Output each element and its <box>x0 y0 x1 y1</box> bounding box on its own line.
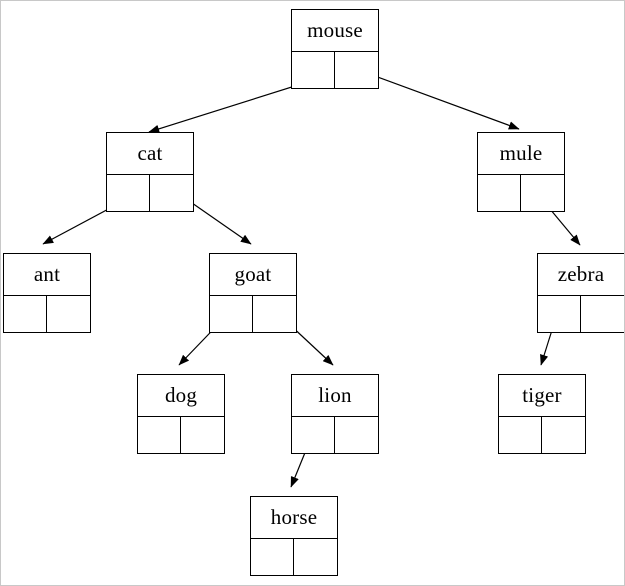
node-pointer-cells <box>138 417 224 453</box>
node-pointer-cells <box>538 296 624 332</box>
tree-node-zebra[interactable]: zebra <box>537 253 624 333</box>
tree-node-lion[interactable]: lion <box>291 374 379 454</box>
node-pointer-cells <box>4 296 90 332</box>
node-label: ant <box>4 254 90 296</box>
node-label: goat <box>210 254 296 296</box>
left-pointer-cell[interactable] <box>138 417 181 453</box>
node-label: horse <box>251 497 337 539</box>
tree-node-mule[interactable]: mule <box>477 132 565 212</box>
node-pointer-cells <box>251 539 337 575</box>
tree-node-ant[interactable]: ant <box>3 253 91 333</box>
right-pointer-cell[interactable] <box>581 296 624 332</box>
node-label: tiger <box>499 375 585 417</box>
node-pointer-cells <box>107 175 193 211</box>
left-pointer-cell[interactable] <box>499 417 542 453</box>
right-pointer-cell[interactable] <box>47 296 90 332</box>
node-pointer-cells <box>292 52 378 88</box>
left-pointer-cell[interactable] <box>292 52 335 88</box>
node-pointer-cells <box>499 417 585 453</box>
right-pointer-cell[interactable] <box>542 417 585 453</box>
node-label: dog <box>138 375 224 417</box>
tree-node-mouse[interactable]: mouse <box>291 9 379 89</box>
node-pointer-cells <box>478 175 564 211</box>
tree-node-dog[interactable]: dog <box>137 374 225 454</box>
node-label: mule <box>478 133 564 175</box>
left-pointer-cell[interactable] <box>292 417 335 453</box>
right-pointer-cell[interactable] <box>335 417 378 453</box>
left-pointer-cell[interactable] <box>478 175 521 211</box>
left-pointer-cell[interactable] <box>4 296 47 332</box>
left-pointer-cell[interactable] <box>538 296 581 332</box>
node-label: lion <box>292 375 378 417</box>
right-pointer-cell[interactable] <box>253 296 296 332</box>
right-pointer-cell[interactable] <box>150 175 193 211</box>
left-pointer-cell[interactable] <box>251 539 294 575</box>
tree-node-tiger[interactable]: tiger <box>498 374 586 454</box>
node-pointer-cells <box>292 417 378 453</box>
right-pointer-cell[interactable] <box>335 52 378 88</box>
right-pointer-cell[interactable] <box>521 175 564 211</box>
left-pointer-cell[interactable] <box>107 175 150 211</box>
left-pointer-cell[interactable] <box>210 296 253 332</box>
tree-node-cat[interactable]: cat <box>106 132 194 212</box>
node-label: cat <box>107 133 193 175</box>
right-pointer-cell[interactable] <box>181 417 224 453</box>
node-label: mouse <box>292 10 378 52</box>
tree-node-goat[interactable]: goat <box>209 253 297 333</box>
tree-node-horse[interactable]: horse <box>250 496 338 576</box>
node-label: zebra <box>538 254 624 296</box>
right-pointer-cell[interactable] <box>294 539 337 575</box>
node-pointer-cells <box>210 296 296 332</box>
